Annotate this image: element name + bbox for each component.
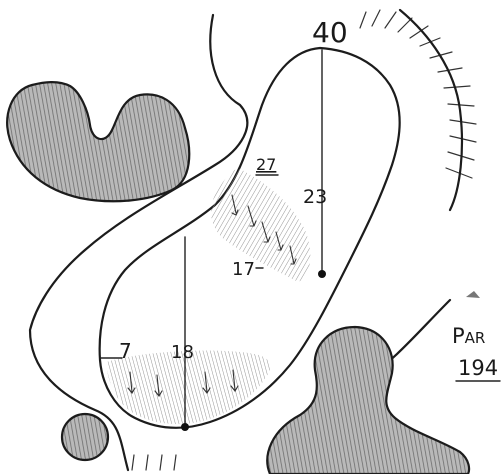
- distance-ridge-upper-label: 27: [256, 155, 276, 174]
- tee-marker: [466, 291, 480, 298]
- slope-shading-upper: [211, 168, 310, 282]
- pin-marker-lower: [181, 423, 189, 431]
- slope-ticks-bottom: [132, 455, 176, 470]
- slope-ticks-right: [360, 10, 476, 178]
- par-label: Par: [452, 324, 485, 348]
- pin-marker-upper: [318, 270, 326, 278]
- bunker-right: [267, 327, 469, 474]
- distance-front-mid-label: 18: [171, 342, 194, 363]
- distance-upper-mid-label: 23: [303, 186, 327, 208]
- bunker-left: [7, 82, 189, 201]
- bunker-small: [62, 414, 108, 460]
- distance-front-left-label: 7: [119, 339, 132, 363]
- right-contour: [400, 10, 462, 210]
- distance-ridge-lower-label: 17: [232, 259, 255, 280]
- yardage-label: 194: [458, 356, 498, 380]
- distance-back-label: 40: [312, 16, 348, 49]
